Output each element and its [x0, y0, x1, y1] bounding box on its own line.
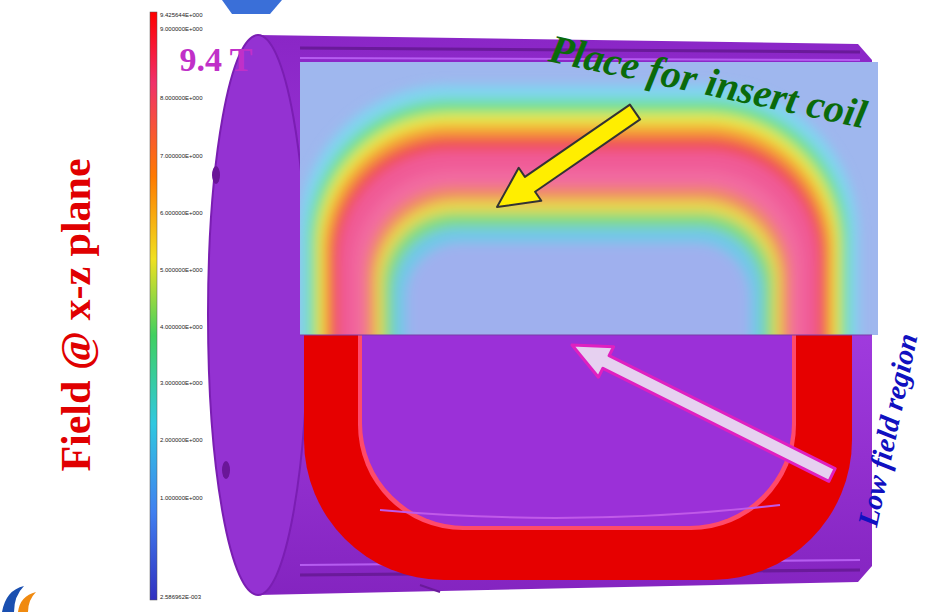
illustration-part	[393, 227, 763, 335]
scale-value: 2.000000E+000	[160, 437, 203, 443]
scale-value: 1.000000E+000	[160, 495, 203, 501]
illustration-part	[353, 170, 803, 335]
illustration-part	[383, 213, 773, 335]
illustration-part	[212, 166, 220, 184]
illustration-part	[375, 200, 781, 335]
illustration-part	[420, 585, 440, 592]
logo-fragment	[222, 0, 282, 14]
illustration-part	[330, 137, 826, 335]
illustration-part	[18, 592, 36, 612]
scale-value: 9.425644E+000	[160, 12, 203, 18]
logo-fragment	[2, 586, 36, 612]
illustration-part	[300, 85, 858, 335]
scale-value: 7.000000E+000	[160, 153, 203, 159]
illustration-part	[366, 187, 790, 335]
callout-arrow	[497, 105, 640, 207]
color-bar	[150, 12, 157, 600]
scale-value: 4.000000E+000	[160, 324, 203, 330]
illustration-part	[208, 35, 308, 595]
plane-edge	[300, 335, 872, 336]
scale-value: 9.000000E+000	[160, 26, 203, 32]
illustration-part	[308, 100, 848, 335]
callout-arrow	[572, 345, 835, 481]
field-value: 9.4 T	[179, 43, 252, 77]
scale-value: 8.000000E+000	[160, 95, 203, 101]
scale-value: 5.000000E+000	[160, 267, 203, 273]
illustration-part	[380, 505, 780, 518]
illustration-part	[304, 335, 852, 580]
plot-title: Field @ x-z plane	[55, 158, 97, 471]
scale-value: 6.000000E+000	[160, 210, 203, 216]
illustration-part	[222, 461, 230, 479]
illustration-part	[406, 243, 750, 335]
scale-value: 2.586962E-003	[160, 594, 201, 600]
illustration-part	[338, 150, 818, 335]
scale-value: 3.000000E+000	[160, 380, 203, 386]
coil-section	[304, 335, 852, 580]
illustration-part	[300, 85, 858, 335]
